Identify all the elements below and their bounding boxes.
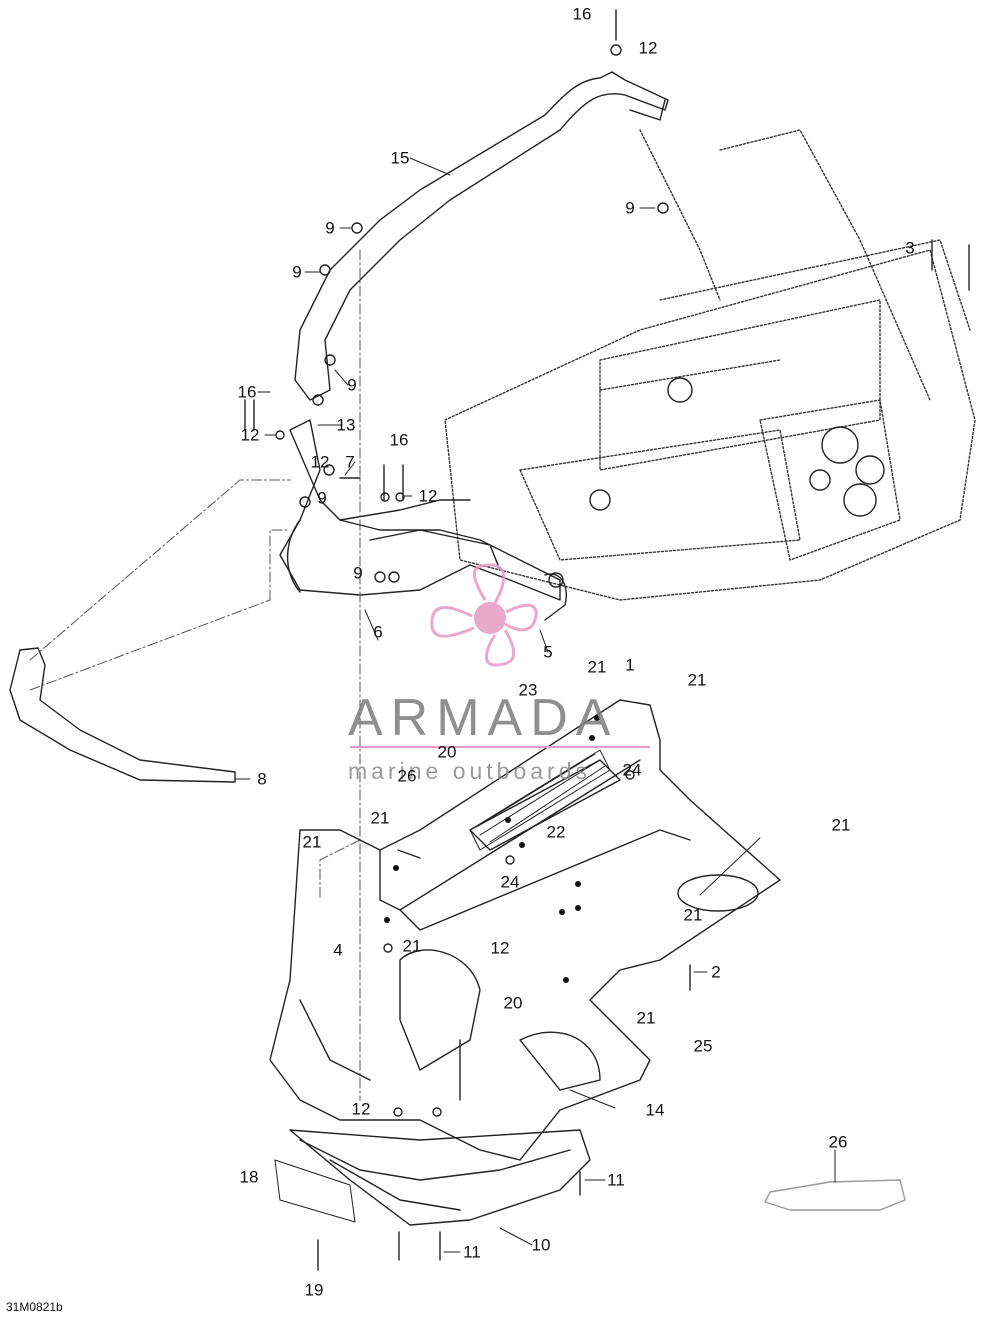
callout-12: 12 — [240, 425, 260, 445]
callout-18: 18 — [239, 1167, 259, 1187]
watermark-tagline: marine outboards — [348, 758, 591, 784]
decal-26 — [764, 1179, 906, 1211]
callout-1: 1 — [625, 655, 635, 675]
fasteners — [244, 9, 970, 1271]
callout-6: 6 — [373, 622, 383, 642]
callout-26: 26 — [828, 1132, 848, 1152]
callout-16: 16 — [389, 430, 409, 450]
callout-9: 9 — [625, 198, 635, 218]
reference-dot — [589, 735, 595, 741]
reference-dot — [559, 909, 565, 915]
reference-dot — [384, 917, 390, 923]
callout-21: 21 — [831, 815, 851, 835]
callout-12: 12 — [310, 452, 330, 472]
callout-11: 11 — [463, 1242, 481, 1262]
callout-24: 24 — [622, 760, 642, 780]
callout-21: 21 — [687, 670, 707, 690]
callout-5: 5 — [543, 642, 553, 662]
callout-14: 14 — [645, 1100, 665, 1120]
propeller-icon — [430, 563, 538, 667]
callout-19: 19 — [304, 1280, 324, 1300]
callout-8: 8 — [257, 769, 267, 789]
callout-26: 26 — [397, 766, 417, 786]
callout-16: 16 — [572, 4, 592, 24]
callout-3: 3 — [905, 238, 915, 258]
callout-20: 20 — [437, 742, 457, 762]
callout-20: 20 — [503, 993, 523, 1013]
callout-21: 21 — [636, 1008, 656, 1028]
callout-15: 15 — [390, 148, 410, 168]
reference-dot — [594, 715, 600, 721]
callout-12: 12 — [418, 486, 438, 506]
callout-21: 21 — [587, 657, 607, 677]
reference-dot — [505, 817, 511, 823]
callout-12: 12 — [490, 938, 510, 958]
decal-18 — [274, 1159, 356, 1223]
mesh-grill — [469, 749, 611, 851]
callout-dots — [384, 715, 600, 983]
reference-dot — [563, 977, 569, 983]
callout-leaders — [234, 157, 836, 1253]
reference-dot — [575, 905, 581, 911]
reference-dot — [575, 881, 581, 887]
callout-23: 23 — [518, 680, 538, 700]
callout-24: 24 — [500, 872, 520, 892]
callout-7: 7 — [345, 452, 355, 472]
front-bumper — [279, 419, 567, 621]
callout-9: 9 — [325, 218, 335, 238]
callout-11: 11 — [607, 1170, 625, 1190]
callout-21: 21 — [402, 936, 422, 956]
callout-21: 21 — [370, 808, 390, 828]
callout-10: 10 — [531, 1235, 551, 1255]
chassis-frame — [444, 129, 976, 601]
callout-13: 13 — [336, 415, 356, 435]
callout-9: 9 — [353, 563, 363, 583]
callout-2: 2 — [711, 962, 721, 982]
frame-holes — [589, 377, 885, 517]
watermark-underline — [350, 746, 650, 748]
callout-25: 25 — [693, 1036, 713, 1056]
callout-21: 21 — [302, 832, 322, 852]
skid-plate — [289, 1129, 591, 1226]
callout-9: 9 — [347, 375, 357, 395]
drawing-code: 31M0821b — [6, 1300, 63, 1314]
reference-dot — [393, 865, 399, 871]
reference-dot — [519, 842, 525, 848]
handle-bar — [294, 71, 669, 401]
front-skid — [9, 647, 236, 783]
callout-9: 9 — [292, 262, 302, 282]
watermark-brand: ARMADA — [348, 689, 619, 747]
callout-12: 12 — [351, 1099, 371, 1119]
callout-4: 4 — [333, 940, 343, 960]
callout-22: 22 — [546, 822, 566, 842]
callout-16: 16 — [237, 382, 257, 402]
callout-9: 9 — [317, 488, 327, 508]
leader-lines — [29, 249, 361, 1101]
hood-panel — [269, 699, 781, 1161]
callout-12: 12 — [638, 38, 658, 58]
callout-21: 21 — [683, 905, 703, 925]
